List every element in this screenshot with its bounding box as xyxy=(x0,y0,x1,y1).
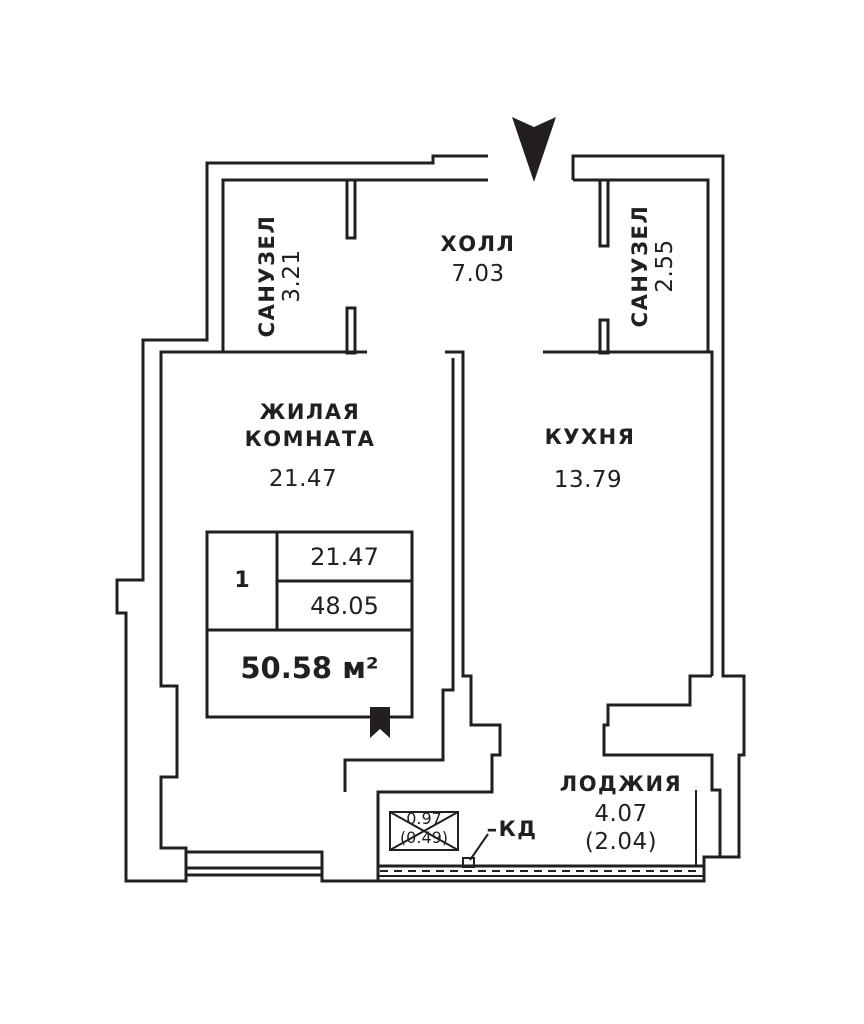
living-area: 21.47 xyxy=(268,466,338,492)
hall-area: 7.03 xyxy=(451,261,505,288)
loggia-label: ЛОДЖИЯ 4.07 (2.04) xyxy=(546,772,696,856)
partition-living-kitchen-inner xyxy=(343,358,455,792)
rooms-count: 1 xyxy=(234,568,250,593)
loggia-area-reduced: (2.04) xyxy=(584,828,658,855)
living-label: ЖИЛАЯ КОМНАТА xyxy=(215,400,405,452)
bath-left-label: САНУЗЕЛ 3.21 xyxy=(255,206,315,346)
total-with-loggia: 50.58 м² xyxy=(240,651,379,685)
ac-unit-box xyxy=(389,811,459,851)
living-window xyxy=(186,850,324,875)
partition-living-kitchen xyxy=(376,350,502,881)
outer-wall-inner xyxy=(159,178,488,875)
bath-right-label: САНУЗЕЛ 2.55 xyxy=(628,196,688,336)
kitchen-right-block xyxy=(602,674,722,857)
hall-label: ХОЛЛ 7.03 xyxy=(418,232,538,289)
ac-unit-area: 0.97 xyxy=(406,809,442,828)
ac-unit-drain xyxy=(462,857,475,868)
living-name-line1: ЖИЛАЯ xyxy=(259,400,361,424)
living-name-line2: КОМНАТА xyxy=(244,427,376,452)
hall-name: ХОЛЛ xyxy=(440,232,516,256)
ac-unit-label: –КД xyxy=(486,817,538,841)
loggia-name: ЛОДЖИЯ xyxy=(559,772,683,796)
ac-unit-cross-2 xyxy=(389,811,459,851)
loggia-area: 4.07 xyxy=(594,801,648,828)
ac-unit-area-reduced: (0.49) xyxy=(399,828,449,847)
bath-right-pillar-bottom xyxy=(598,318,610,355)
ac-unit-leader xyxy=(469,833,489,861)
bath-left-pillar-top xyxy=(345,178,357,240)
entrance-arrow-icon xyxy=(512,117,556,182)
living-area-value: 21.47 xyxy=(310,543,379,571)
total-area-value: 48.05 xyxy=(310,592,379,620)
kitchen-name: КУХНЯ xyxy=(544,425,636,449)
kitchen-area: 13.79 xyxy=(553,467,623,493)
bath-right-area: 2.55 xyxy=(652,239,679,293)
bath-left-area: 3.21 xyxy=(279,249,306,303)
bath-right-name: САНУЗЕЛ xyxy=(628,204,652,328)
summary-table-frame xyxy=(205,530,414,719)
bath-left-pillar-bottom xyxy=(345,306,357,355)
bath-left-name: САНУЗЕЛ xyxy=(255,214,279,338)
bath-right-pillar-top xyxy=(598,178,610,248)
bookmark-icon xyxy=(370,707,390,738)
